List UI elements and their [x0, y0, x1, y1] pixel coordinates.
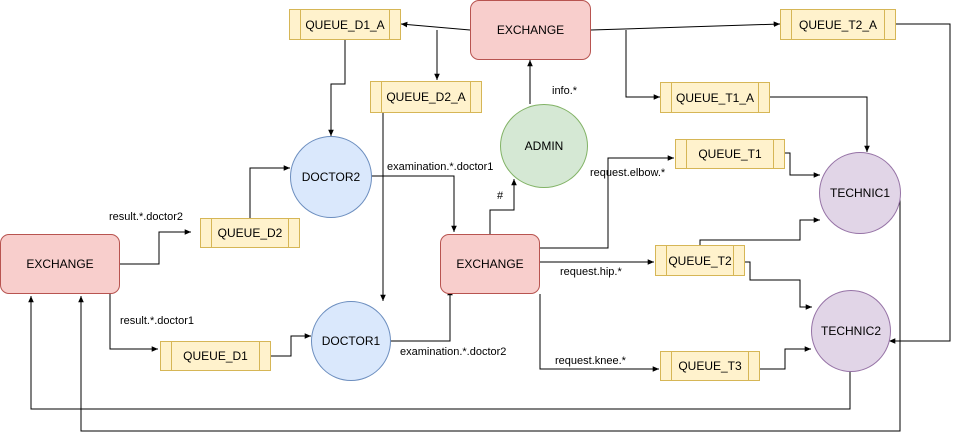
queue-t2: QUEUE_T2 — [655, 245, 745, 276]
queue-d1: QUEUE_D1 — [160, 341, 271, 371]
edge-exchange-center-to-queue-t3 — [539, 294, 659, 372]
edge-exchange-top-to-queue-t2-a — [590, 21, 781, 31]
label-request-hip: request.hip.* — [560, 266, 622, 278]
edge-queue-d1-to-doctor1 — [271, 333, 311, 357]
edge-doctor1-to-exchange-center — [389, 289, 453, 342]
edge-exchange-left-to-queue-d1 — [109, 294, 158, 352]
edge-technic1-to-exchange-left — [78, 194, 901, 432]
edge-exchange-top-to-queue-t1-a — [625, 30, 660, 100]
exchange-left: EXCHANGE — [0, 234, 120, 294]
edge-queue-t2-a-to-technic2 — [889, 23, 951, 344]
edge-queue-t3-to-technic2 — [760, 346, 811, 370]
edge-queue-d2-to-doctor2 — [249, 165, 290, 218]
edge-exchange-center-to-queue-t1 — [540, 155, 674, 249]
edge-queue-t2-to-technic2 — [745, 261, 812, 310]
edge-center-exchange-to-admin — [489, 179, 517, 234]
label-result-doctor1: result.*.doctor1 — [120, 315, 194, 327]
doctor2-consumer: DOCTOR2 — [290, 136, 372, 218]
edge-queue-t1-to-technic1 — [785, 152, 820, 178]
edge-exchange-left-to-queue-d2 — [120, 229, 191, 265]
edge-technic2-to-exchange-left — [28, 296, 851, 410]
label-result-doctor2: result.*.doctor2 — [109, 211, 183, 223]
label-examination-doctor2: examination.*.doctor2 — [400, 346, 507, 358]
edge-queue-t2-to-technic1 — [699, 217, 820, 245]
doctor1-consumer: DOCTOR1 — [311, 301, 391, 381]
queue-d2-a: QUEUE_D2_A — [370, 81, 482, 113]
queue-t1-a: QUEUE_T1_A — [660, 82, 770, 113]
label-examination-doctor1: examination.*.doctor1 — [387, 161, 494, 173]
edge-exchange-top-to-queue-d1-a — [400, 21, 471, 31]
queue-t1: QUEUE_T1 — [675, 139, 785, 169]
label-hash: # — [497, 190, 504, 202]
label-request-knee: request.knee.* — [555, 355, 626, 367]
queue-t3: QUEUE_T3 — [660, 351, 760, 381]
technic1-consumer: TECHNIC1 — [819, 152, 901, 234]
queue-t2-a: QUEUE_T2_A — [780, 9, 896, 40]
exchange-center: EXCHANGE — [440, 234, 540, 294]
exchange-top: EXCHANGE — [470, 0, 591, 60]
technic2-consumer: TECHNIC2 — [811, 290, 891, 372]
edge-queue-d1-a-to-doctor2 — [328, 40, 346, 136]
edge-queue-t1-a-to-technic1 — [770, 96, 870, 152]
queue-d1-a: QUEUE_D1_A — [289, 9, 401, 40]
edge-doctor2-to-exchange-center — [371, 175, 457, 232]
admin-consumer: ADMIN — [500, 104, 588, 188]
queue-d2: QUEUE_D2 — [200, 218, 300, 248]
label-info: info.* — [552, 85, 578, 97]
label-request-elbow: request.elbow.* — [590, 167, 666, 179]
